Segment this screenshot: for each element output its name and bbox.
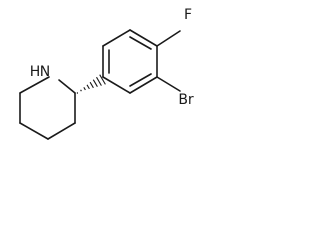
bond-c6a-c1 [102, 76, 131, 94]
bond-n-c6 [19, 76, 50, 94]
bond-c2a-c3a [102, 29, 131, 47]
bond-c2-n [58, 79, 76, 94]
stereo-hashed-wedge-bond [76, 74, 106, 94]
bond-c-br [156, 76, 181, 92]
atom-fluorine-label: F [184, 7, 192, 23]
atom-hydrogen-label: H [30, 64, 41, 80]
double-bond-inner-right-top [129, 36, 152, 50]
chemical-structure: N H F Br [19, 7, 194, 140]
bond-c5-c4 [19, 122, 49, 140]
benzene-ring [102, 29, 158, 94]
bond-c5a-c6a [129, 76, 158, 94]
double-bond-inner-bottom [129, 73, 152, 87]
bond-c4-c3 [47, 122, 76, 140]
bond-c3a-c4a [129, 29, 158, 47]
atom-bromine-label: Br [178, 92, 194, 108]
piperidine-ring [19, 76, 76, 140]
bond-c-f [156, 30, 181, 47]
atom-nitrogen-label: N [40, 64, 50, 80]
